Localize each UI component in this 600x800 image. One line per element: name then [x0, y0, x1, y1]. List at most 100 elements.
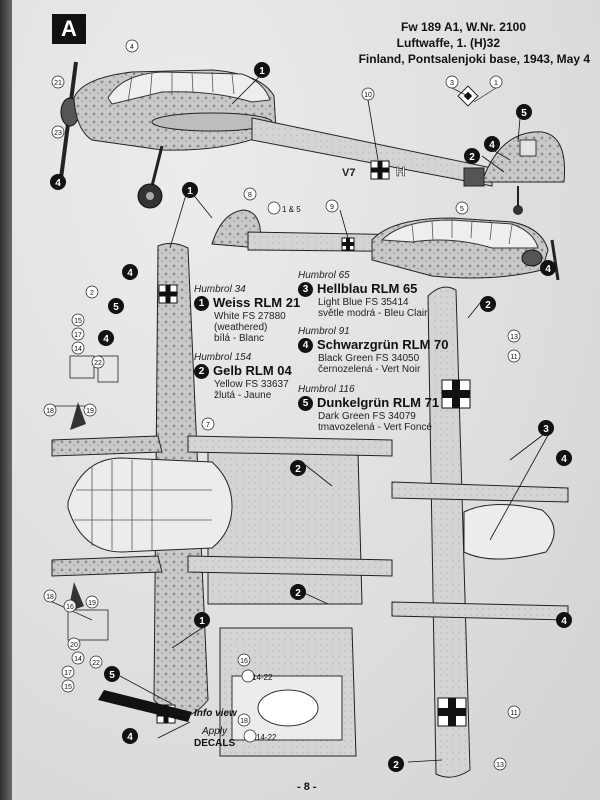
page-section-badge: A [52, 14, 86, 44]
color-2-name: Gelb RLM 04 [213, 363, 292, 378]
decal-13: 13 [510, 334, 518, 341]
info-apply-label: Apply [202, 726, 228, 737]
top-view [51, 242, 393, 724]
tail-detail-drawing [219, 627, 357, 757]
instruction-sheet: A Fw 189 A1, W.Nr. 2100 Luftwaffe, 1. (H… [12, 0, 600, 800]
decal-5: 5 [460, 206, 464, 213]
color-legend-4: Humbrol 91 4 Schwarzgrün RLM 70 Black Gre… [298, 326, 448, 375]
decal-17: 17 [74, 332, 82, 339]
callout-5b: 5 [113, 302, 119, 313]
callout-4h: 4 [127, 732, 133, 743]
aircraft-profiles-drawing: V7 H [43, 39, 572, 778]
color-4-number: 4 [298, 338, 313, 354]
location-date-title: Finland, Pontsalenjoki base, 1943, May 4 [358, 52, 590, 66]
decal-17b: 17 [64, 670, 72, 677]
decal-14-22a: 14-22 [252, 673, 273, 682]
decal-1: 1 [494, 80, 498, 87]
color-4-line-1: Black Green FS 34050 [318, 353, 420, 365]
color-5-line-1: Dark Green FS 34079 [318, 411, 416, 423]
decal-9: 9 [330, 204, 334, 211]
decal-7: 7 [206, 422, 210, 429]
decal-3: 3 [450, 80, 454, 87]
decal-15b: 15 [64, 684, 72, 691]
color-3-line-1: Light Blue FS 35414 [318, 297, 409, 309]
decal-22: 22 [94, 360, 102, 367]
decal-22b: 22 [92, 660, 100, 667]
decal-21: 21 [54, 80, 62, 87]
decal-11b: 11 [510, 710, 517, 717]
side-profile-left: V7 H [58, 61, 566, 215]
color-4-brand: Humbrol 91 [298, 326, 350, 337]
callout-4f: 4 [561, 454, 567, 465]
decal-16b: 16 [240, 658, 248, 665]
callout-4c: 4 [127, 268, 133, 279]
decal-14-22b: 14-22 [256, 733, 277, 742]
apply-arrow [98, 690, 192, 722]
callout-1c: 1 [199, 616, 205, 627]
decal-19: 19 [86, 408, 94, 415]
decal-14: 14 [74, 346, 82, 353]
decal-14b: 14 [74, 656, 82, 663]
decal-19b: 19 [88, 600, 96, 607]
color-legend-5: Humbrol 116 5 Dunkelgrün RLM 71 Dark Gree… [298, 384, 439, 433]
color-legend-2: Humbrol 154 2 Gelb RLM 04 Yellow FS 33637… [194, 352, 292, 401]
stencil-details-top [50, 355, 119, 407]
decal-4a: 4 [130, 44, 134, 51]
info-view-label: Info view [194, 708, 237, 719]
callout-5a: 5 [521, 108, 527, 119]
callout-3: 3 [543, 424, 549, 435]
decal-2: 2 [90, 290, 94, 297]
decal-13b: 13 [496, 762, 504, 769]
color-3-brand: Humbrol 65 [298, 270, 350, 281]
callout-1a: 1 [259, 66, 265, 77]
unit-title: Luftwaffe, 1. (H)32 [396, 36, 500, 50]
info-decals-label: DECALS [194, 738, 236, 749]
code-letter-h: H [396, 164, 405, 179]
color-1-line-3: bílá - Blanc [214, 333, 265, 345]
decal-18b: 18 [46, 594, 54, 601]
color-3-line-2: světle modrá - Bleu Clair [318, 308, 428, 320]
color-5-name: Dunkelgrün RLM 71 [317, 395, 440, 410]
page-number: - 8 - [297, 781, 317, 793]
decal-11: 11 [510, 354, 517, 361]
color-1-brand: Humbrol 34 [194, 284, 246, 295]
color-5-number: 5 [298, 396, 313, 412]
decal-20: 20 [70, 642, 78, 649]
color-2-line-1: Yellow FS 33637 [214, 379, 289, 391]
color-1-number: 1 [194, 296, 209, 312]
callout-5c: 5 [109, 670, 115, 681]
color-4-line-2: černozelená - Vert Noir [318, 364, 421, 376]
aircraft-title: Fw 189 A1, W.Nr. 2100 [401, 20, 526, 34]
color-5-line-2: tmavozelená - Vert Foncé [318, 422, 432, 434]
color-4-name: Schwarzgrün RLM 70 [317, 337, 449, 352]
callout-2b: 2 [485, 300, 491, 311]
callout-2c: 2 [295, 464, 301, 475]
decal-1and5: 1 & 5 [282, 205, 301, 214]
color-2-brand: Humbrol 154 [194, 352, 252, 363]
callout-1b: 1 [187, 186, 193, 197]
callout-4b: 4 [55, 178, 61, 189]
decal-8: 8 [248, 192, 252, 199]
decal-10: 10 [364, 92, 372, 99]
code-letters: V7 [342, 167, 355, 179]
callout-2a: 2 [469, 152, 475, 163]
color-1-line-1: White FS 27880 [214, 311, 286, 323]
decal-18c: 18 [240, 718, 248, 725]
color-3-name: Hellblau RLM 65 [317, 281, 418, 296]
decal-15: 15 [74, 318, 82, 325]
callout-4e: 4 [545, 264, 551, 275]
color-2-number: 2 [194, 364, 209, 380]
callout-4d: 4 [103, 334, 109, 345]
color-legend-3: Humbrol 65 3 Hellblau RLM 65 Light Blue F… [298, 270, 427, 319]
color-3-number: 3 [298, 282, 313, 298]
bottom-view [391, 286, 569, 778]
decal-18: 18 [46, 408, 54, 415]
callout-4a: 4 [489, 140, 495, 151]
callout-2d: 2 [295, 588, 301, 599]
decal-16: 16 [66, 604, 74, 611]
binding-edge [0, 0, 12, 800]
callout-4g: 4 [561, 616, 567, 627]
side-profile-right [211, 209, 560, 281]
color-5-brand: Humbrol 116 [298, 384, 355, 395]
